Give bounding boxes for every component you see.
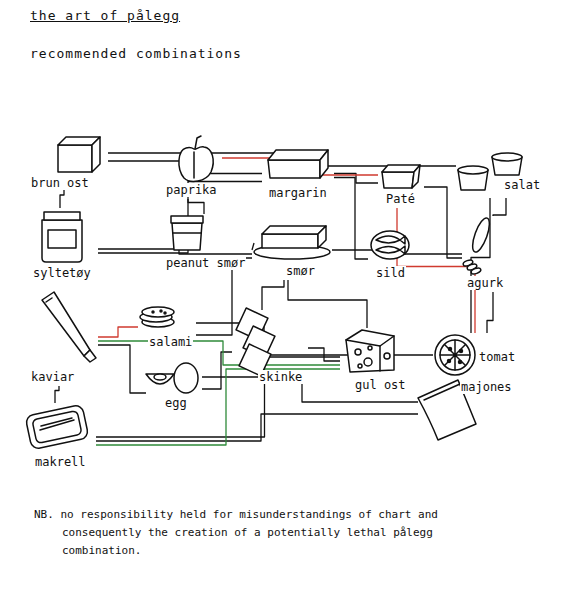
food-item: margarin [262, 146, 334, 201]
disclaimer-note: NB. no responsibility held for misunders… [34, 506, 442, 560]
food-label: majones [460, 380, 513, 394]
combination-line [96, 414, 418, 441]
jam-jar-icon [42, 212, 82, 262]
combination-line [262, 280, 284, 310]
food-label: salami [148, 335, 193, 349]
combination-line [487, 292, 493, 333]
herring-icon [371, 231, 409, 259]
combination-line [55, 386, 59, 403]
combination-line [98, 341, 340, 365]
combination-line [493, 198, 506, 216]
food-label: egg [164, 396, 188, 410]
combination-line [60, 190, 64, 208]
food-label: agurk [466, 276, 504, 290]
combination-line [252, 243, 254, 250]
combination-line [98, 182, 262, 254]
food-label: tomat [478, 350, 516, 364]
tube-icon [42, 292, 96, 362]
food-label: gul ost [354, 378, 407, 392]
combination-line [424, 187, 462, 258]
salami-icon [140, 307, 174, 327]
egg-icon [146, 363, 198, 393]
pepper-icon [179, 136, 213, 181]
food-label: paprika [165, 183, 218, 197]
food-item: paprika [162, 133, 222, 199]
chart-title: the art of pålegg [30, 8, 180, 23]
food-label: skinke [258, 370, 303, 384]
food-item: peanut smør [162, 214, 254, 272]
combination-line [397, 208, 475, 333]
food-label: kaviar [30, 370, 75, 384]
cheese-cube-icon [58, 137, 100, 172]
food-item: kaviar [28, 288, 98, 386]
mackerel-tin-icon [25, 404, 89, 449]
food-label: salat [503, 178, 541, 192]
food-item: gul ost [340, 328, 402, 394]
food-item: skinke [232, 310, 308, 386]
combination-line [96, 369, 340, 445]
food-label: margarin [268, 186, 328, 200]
food-label: makrell [34, 455, 87, 469]
food-item: salat [456, 150, 540, 198]
food-item: egg [146, 358, 202, 412]
combination-line [196, 323, 340, 357]
food-item: Paté [378, 158, 424, 208]
cheese-icon [346, 330, 394, 372]
food-label: Paté [385, 192, 416, 206]
combination-line [98, 327, 138, 337]
food-item: syltetøy [30, 208, 98, 282]
combination-line [202, 377, 418, 402]
chart-subtitle: recommended combinations [30, 46, 350, 61]
combination-line [288, 280, 367, 328]
combination-line [188, 199, 204, 214]
combination-line [98, 345, 146, 393]
food-item: smør [252, 220, 332, 280]
pate-tub-icon [382, 165, 420, 188]
tomato-icon [435, 335, 475, 375]
butter-block-icon [254, 226, 330, 259]
food-item: salami [138, 303, 196, 351]
food-label: smør [285, 264, 316, 278]
food-item: majones [418, 378, 522, 442]
margarine-tub-icon [268, 150, 328, 178]
cucumber-icon [462, 216, 492, 275]
peanut-butter-jar-icon [171, 216, 203, 250]
ham-slices-icon [236, 308, 275, 376]
food-item: tomat [433, 333, 525, 377]
food-item: sild [368, 228, 412, 282]
food-item: makrell [22, 403, 96, 471]
food-item: brun ost [28, 132, 108, 190]
food-label: brun ost [30, 176, 90, 190]
food-item: agurk [462, 216, 508, 292]
combination-line [202, 352, 232, 389]
food-label: peanut smør [165, 256, 246, 270]
food-label: sild [375, 266, 406, 280]
combination-line [334, 178, 368, 260]
food-label: syltetøy [32, 266, 92, 280]
